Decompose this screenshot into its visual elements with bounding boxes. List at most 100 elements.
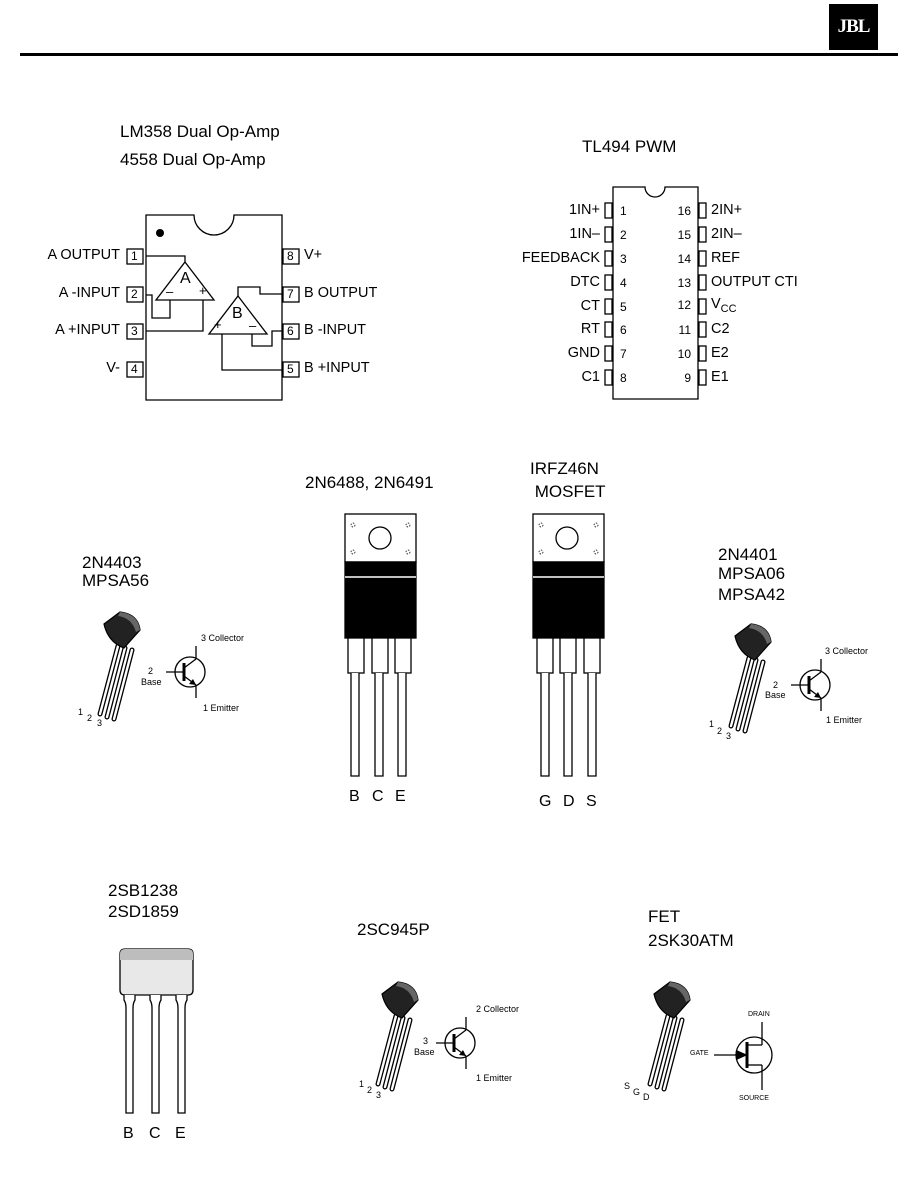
tl494-pin3-num: 3 — [620, 252, 627, 266]
lm358-pin1-label: A OUTPUT — [47, 247, 120, 263]
to220-b-lead-s: S — [586, 793, 597, 810]
tl494-pin6-num: 6 — [620, 323, 627, 337]
to92-2n4401-package — [731, 624, 771, 731]
tl494-pin14-num: 14 — [677, 252, 691, 266]
to220-b-lead-d: D — [563, 793, 575, 810]
tl494-pin13-num: 13 — [677, 276, 691, 290]
flat-package — [119, 948, 194, 1114]
tl494-pin6-label: RT — [580, 321, 600, 337]
fet-title-2: 2SK30ATM — [648, 931, 734, 950]
lm358-pin-box-7 — [282, 286, 300, 303]
tl494-pin12-label: VCC — [711, 296, 737, 315]
flat-lead-e: E — [175, 1125, 186, 1142]
flat-title-2: 2SD1859 — [108, 902, 179, 921]
to92-pnp-collector: 3 Collector — [201, 633, 245, 643]
to92-npn-pin1: 1 — [709, 719, 715, 729]
lm358-pin-box-3 — [126, 323, 144, 340]
tl494-pin1-label: 1IN+ — [568, 202, 600, 218]
to220-b-lead-g: G — [539, 793, 552, 810]
tl494-pin2-label: 1IN– — [569, 226, 600, 242]
tl494-pin12-num: 12 — [677, 298, 691, 312]
to92-npn-title-2: MPSA06 — [718, 564, 786, 583]
to92-2sc-title: 2SC945P — [357, 920, 430, 939]
amp-b-minus: – — [249, 318, 257, 333]
lm358-pin6-label: B -INPUT — [304, 322, 367, 338]
tl494-pin10-label: E2 — [711, 345, 729, 361]
to220-b-title-2: MOSFET — [530, 482, 606, 501]
tl494-pin5-num: 5 — [620, 300, 627, 314]
header-rule — [20, 53, 898, 56]
lm358-pin3-label: A +INPUT — [55, 322, 120, 338]
amp-a-name: A — [180, 270, 191, 287]
fet-title-1: FET — [648, 907, 681, 926]
lm358-pin8-num: 8 — [287, 249, 294, 263]
to92-npn-title-1: 2N4401 — [718, 545, 778, 564]
tl494-pin16-label: 2IN+ — [711, 202, 743, 218]
lm358-pin8-label: V+ — [304, 247, 323, 263]
lm358-pin-box-1 — [126, 248, 144, 265]
lm358-pin5-label: B +INPUT — [304, 360, 370, 376]
tl494-pin12-label-sub: CC — [720, 302, 737, 315]
to92-2sc-pin2: 2 — [367, 1085, 373, 1095]
fet-pin-d: D — [643, 1092, 650, 1102]
to92-npn-base: Base — [765, 690, 786, 700]
lm358-pin5-num: 5 — [287, 362, 294, 376]
to92-npn-emitter: 1 Emitter — [826, 715, 863, 725]
amp-a-minus: – — [166, 284, 174, 299]
to92-npn-pin2: 2 — [717, 726, 723, 736]
lm358-pin6-num: 6 — [287, 324, 294, 338]
tl494-pin11-label: C2 — [711, 321, 730, 337]
tl494-body — [612, 186, 699, 400]
amp-b-triangle — [207, 294, 269, 335]
to220-package-b — [532, 513, 605, 777]
lm358-pin7-label: B OUTPUT — [304, 285, 378, 301]
tl494-pin14-label: REF — [711, 250, 740, 266]
tl494-pin2-num: 2 — [620, 228, 627, 242]
lm358-pin1-dot — [156, 229, 164, 237]
fet-pin-g: G — [633, 1087, 641, 1097]
tl494-pin16-num: 16 — [677, 204, 691, 218]
to220-a-lead-e: E — [395, 788, 406, 805]
lm358-pin-box-8 — [282, 248, 300, 265]
jbl-logo: JBL — [829, 4, 878, 50]
to92-pnp-title-1: 2N4403 — [82, 553, 142, 572]
lm358-pin-box-2 — [126, 286, 144, 303]
tl494-pin9-label: E1 — [711, 369, 729, 385]
tl494-pin7-label: GND — [567, 345, 600, 361]
to92-2sc-base-num: 3 — [423, 1036, 429, 1046]
tl494-pin15-num: 15 — [677, 228, 691, 242]
to92-2sc-pin1: 1 — [359, 1079, 365, 1089]
to92-pnp-emitter: 1 Emitter — [203, 703, 240, 713]
to220-a-title: 2N6488, 2N6491 — [305, 473, 434, 492]
to92-2n4403-package — [100, 612, 140, 719]
amp-a-triangle — [154, 260, 216, 301]
tl494-pin3-label: FEEDBACK — [521, 250, 600, 266]
to92-2sc-collector: 2 Collector — [476, 1004, 520, 1014]
lm358-body — [145, 214, 283, 401]
to92-2sc-base: Base — [414, 1047, 435, 1057]
tl494-pin7-num: 7 — [620, 347, 627, 361]
to92-npn-collector: 3 Collector — [825, 646, 869, 656]
to92-2n4403-symbol — [164, 644, 207, 700]
lm358-pin4-label: V- — [106, 360, 120, 376]
amp-b-plus: + — [214, 317, 222, 332]
tl494-pin15-label: 2IN– — [711, 226, 742, 242]
to92-2sc-emitter: 1 Emitter — [476, 1073, 513, 1083]
lm358-pin3-num: 3 — [131, 324, 138, 338]
to220-a-lead-c: C — [372, 788, 384, 805]
lm358-pin-box-6 — [282, 323, 300, 340]
tl494-pin4-num: 4 — [620, 276, 627, 290]
to92-2sc945-package — [378, 982, 418, 1089]
amp-b-name: B — [232, 305, 243, 322]
tl494-pin13-label: OUTPUT CTI — [711, 274, 798, 290]
lm358-pin4-num: 4 — [131, 362, 138, 376]
to92-pnp-pin2: 2 — [87, 713, 93, 723]
flat-title-1: 2SB1238 — [108, 881, 178, 900]
to92-npn-pin3: 3 — [726, 731, 732, 741]
to220-package-a — [344, 513, 417, 777]
to92-npn-title-3: MPSA42 — [718, 585, 786, 604]
to92-pnp-pin3: 3 — [97, 718, 103, 728]
tl494-pin11-num: 11 — [678, 323, 691, 337]
tl494-pin4-label: DTC — [570, 274, 600, 290]
